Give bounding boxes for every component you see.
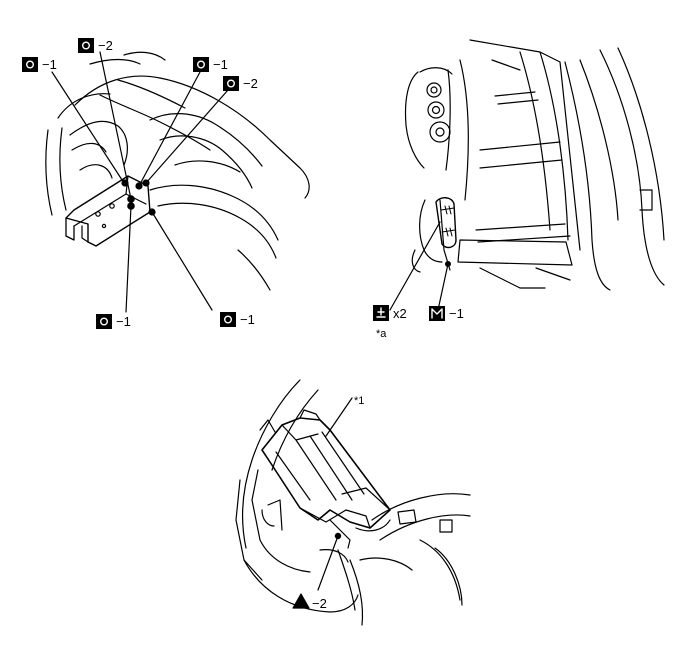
callout-text: −1 [449,306,464,321]
callout-m1: −1 [429,306,464,321]
callout-o1-bottomright: −1 [220,312,255,327]
leader-line [99,51,132,200]
o-symbol-icon [226,79,235,88]
part-1-text: *1 [354,395,364,407]
leader-line [317,535,339,591]
callout-text: −2 [312,596,327,611]
callout-text: −1 [240,312,255,327]
leader-line [138,71,201,187]
callout-o1-topleft: −1 [22,57,57,72]
callout-o2-top: −2 [78,38,113,53]
callout-part-1: *1 [354,395,364,407]
o-symbol-icon [26,60,35,69]
callout-o2-right: −2 [223,76,258,91]
leader-line [325,397,353,437]
callout-o1-topright: −1 [193,57,228,72]
view-bottom-installation [235,379,471,626]
leader-line [437,263,449,311]
leader-line [151,211,213,311]
callout-text: −1 [213,57,228,72]
spot-weld-icon [376,307,386,318]
callout-o1-bottomleft: −1 [96,314,131,329]
o-symbol-icon [99,317,108,326]
callout-note-a: *a [376,328,387,340]
callout-text: −1 [116,314,131,329]
view-top-left-apron [45,51,310,313]
o-symbol-icon [223,315,232,324]
warning-triangle-icon [292,593,310,609]
leader-line [51,71,125,184]
callout-weld-x2: x2 [373,305,407,321]
view-top-right-pillar [389,39,665,311]
callout-text: −1 [42,57,57,72]
callout-text: x2 [393,306,407,321]
note-a-text: *a [376,328,387,340]
callout-i2: −2 [292,593,327,611]
o-symbol-icon [81,41,90,50]
m-symbol-icon [431,308,443,319]
callout-text: −2 [98,38,113,53]
leader-line [125,205,132,313]
o-symbol-icon [196,60,205,69]
callout-text: −2 [243,76,258,91]
leader-line [145,89,229,184]
leader-line [389,221,441,311]
